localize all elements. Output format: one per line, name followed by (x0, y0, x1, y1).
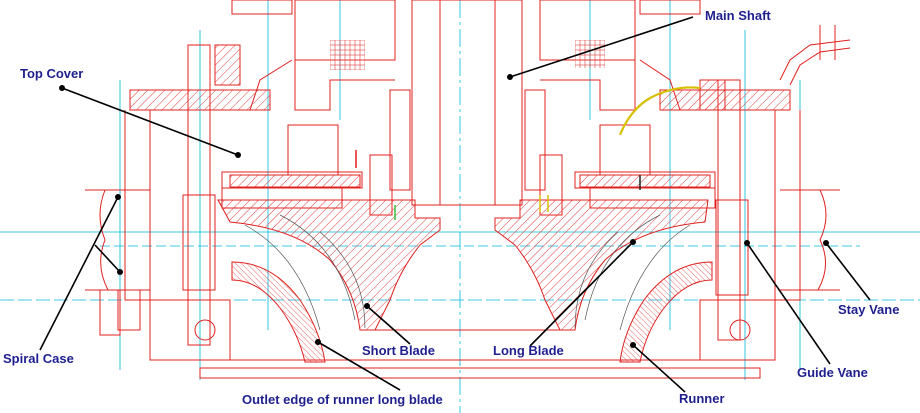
yellow-hose (618, 86, 701, 136)
spiral-case-label: Spiral Case (3, 351, 74, 366)
leader-lines (39, 16, 871, 393)
top-cover-label: Top Cover (20, 66, 84, 81)
upper-left-bolt-grid (330, 40, 365, 70)
accent-markers (355, 150, 641, 220)
runner-blades (244, 214, 691, 331)
stay-vane-label: Stay Vane (838, 302, 900, 317)
short-blade-label: Short Blade (362, 343, 435, 358)
runner-label: Runner (679, 391, 725, 406)
main-shaft-label: Main Shaft (705, 8, 771, 23)
hatched-parts (129, 44, 791, 363)
outlet-edge-label: Outlet edge of runner long blade (242, 392, 443, 407)
guide-vane-label: Guide Vane (797, 365, 868, 380)
long-blade-label: Long Blade (493, 343, 564, 358)
